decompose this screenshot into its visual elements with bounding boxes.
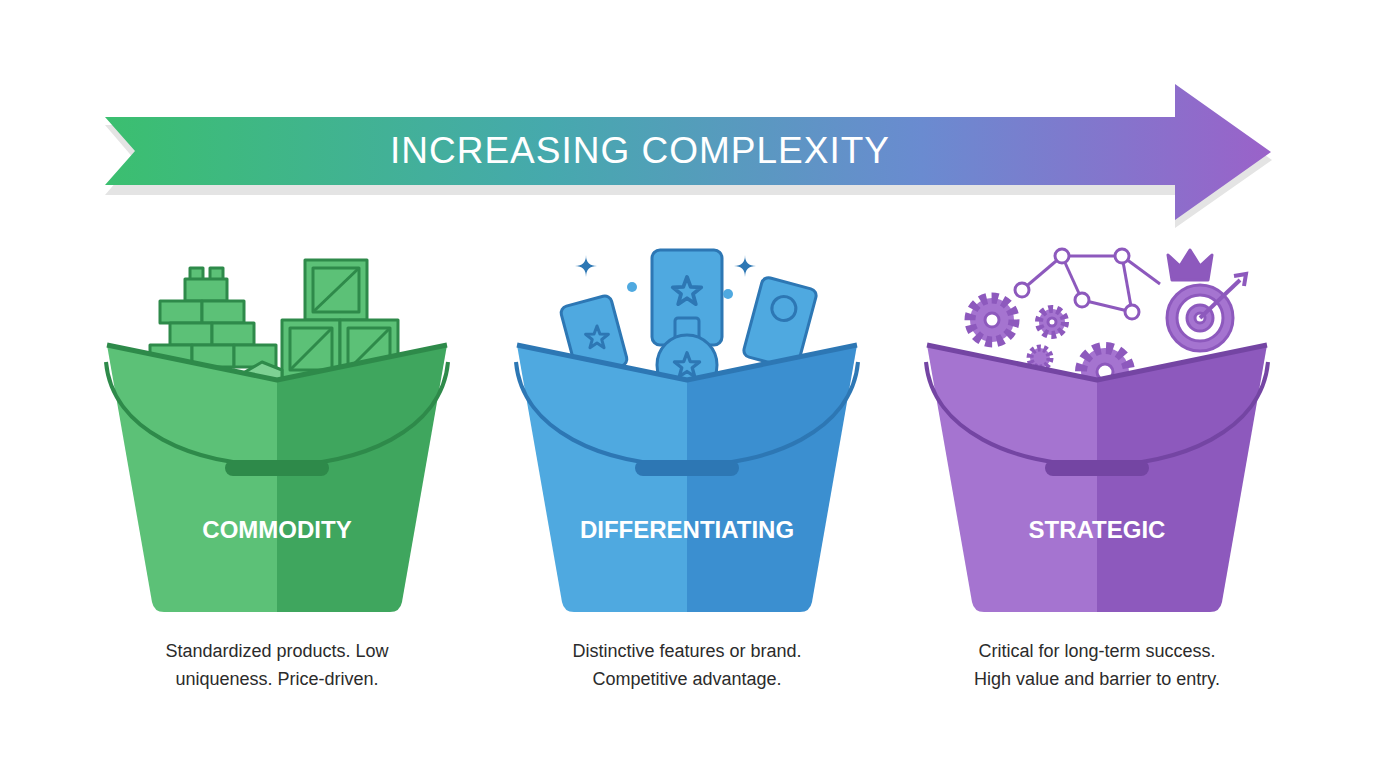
side-card-seal <box>769 294 798 323</box>
bucket-rim <box>107 345 447 380</box>
bucket-caption: Standardized products. Low uniqueness. P… <box>151 637 403 693</box>
star <box>586 326 609 348</box>
bucket-left-face <box>927 345 1097 612</box>
brick <box>185 279 227 301</box>
handle-grip <box>635 460 739 476</box>
bucket-caption: Distinctive features or brand. Competiti… <box>537 637 837 693</box>
bucket-right-face <box>687 345 857 612</box>
gear-hole <box>1048 318 1056 326</box>
bucket-handle <box>106 362 448 466</box>
brick <box>212 323 254 345</box>
bucket-left-face <box>517 345 687 612</box>
banner-arrow <box>105 84 1271 220</box>
gear-hole <box>985 313 999 327</box>
handle-grip <box>1045 460 1149 476</box>
brick <box>170 323 212 345</box>
arrow-fletching <box>1234 274 1246 286</box>
network-node <box>1055 249 1069 263</box>
star <box>673 277 702 304</box>
bucket-label: STRATEGIC <box>922 512 1272 548</box>
network-link <box>1122 256 1132 312</box>
banner-label: INCREASING COMPLEXITY <box>105 117 1175 185</box>
gear-teeth <box>970 298 1014 342</box>
category-bucket: STRATEGIC Critical for long-term success.… <box>922 340 1272 720</box>
sparkle <box>575 255 597 277</box>
bucket-rim <box>517 345 857 380</box>
complexity-banner: INCREASING COMPLEXITY <box>105 82 1275 222</box>
target-arrow <box>1200 280 1240 318</box>
crate <box>305 260 367 320</box>
bucket-label: COMMODITY <box>102 512 452 548</box>
network-node <box>1115 249 1129 263</box>
bucket-left-face <box>107 345 277 612</box>
star <box>674 353 699 377</box>
category-bucket: DIFFERENTIATING Distinctive features or b… <box>512 340 862 720</box>
dot <box>723 289 733 299</box>
sparkle <box>734 255 756 277</box>
network-node <box>1125 305 1139 319</box>
brick <box>160 301 202 323</box>
bucket-handle <box>926 362 1268 466</box>
brick <box>202 301 244 323</box>
phone-card <box>652 250 722 345</box>
crate-slat <box>290 328 332 370</box>
category-bucket: COMMODITY Standardized products. Low uniq… <box>102 340 452 720</box>
bucket-right-face <box>277 345 447 612</box>
crate-inner <box>313 268 359 312</box>
gear-teeth <box>1039 309 1065 335</box>
network-node <box>1015 283 1029 297</box>
bucket-caption: Critical for long-term success. High val… <box>963 637 1231 693</box>
dot <box>627 282 637 292</box>
crown <box>1168 250 1212 280</box>
network-link <box>1062 255 1122 258</box>
bucket-right-face <box>1097 345 1267 612</box>
crate-inner <box>290 328 332 370</box>
handle-grip <box>225 460 329 476</box>
bucket-handle <box>516 362 858 466</box>
bucket-label: DIFFERENTIATING <box>512 512 862 548</box>
bucket-rim <box>927 345 1267 380</box>
crate-slat <box>313 268 359 312</box>
network-node <box>1075 293 1089 307</box>
